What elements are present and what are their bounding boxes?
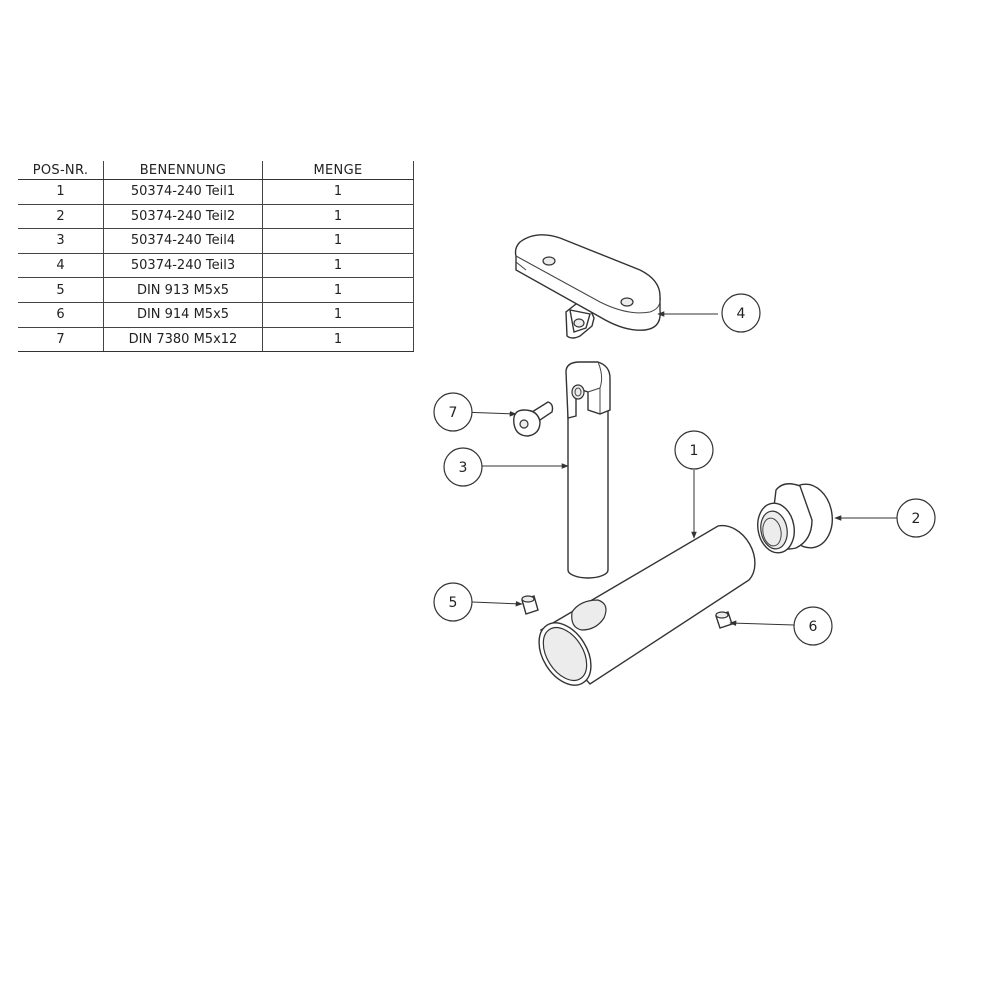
leader-5 [471,600,523,607]
balloon-4: 4 [721,293,761,333]
table-row: 4 50374-240 Teil3 1 [18,253,414,279]
part-4-mounting-plate [514,234,661,339]
row-qty: 1 [262,277,414,303]
row-pos: 1 [18,179,104,205]
row-pos: 6 [18,302,104,328]
table-row: 3 50374-240 Teil4 1 [18,228,414,254]
row-name: DIN 913 M5x5 [103,277,263,303]
svg-text:5: 5 [449,595,458,611]
parts-list-header-row: POS-NR. BENENNUNG MENGE [18,161,414,180]
row-qty: 1 [262,302,414,328]
part-5-set-screw [521,595,539,615]
svg-text:3: 3 [459,460,468,476]
part-6-set-screw [715,611,733,629]
row-name: 50374-240 Teil3 [103,253,263,279]
parts-list-table: POS-NR. BENENNUNG MENGE 1 50374-240 Teil… [18,161,414,353]
balloon-6: 6 [793,606,833,646]
row-pos: 2 [18,204,104,230]
part-1-main-tube [538,524,756,686]
row-name: DIN 914 M5x5 [103,302,263,328]
table-row: 5 DIN 913 M5x5 1 [18,277,414,303]
svg-text:6: 6 [809,619,818,635]
svg-text:2: 2 [912,511,921,527]
row-qty: 1 [262,253,414,279]
table-row: 6 DIN 914 M5x5 1 [18,302,414,328]
row-pos: 5 [18,277,104,303]
row-qty: 1 [262,327,414,353]
part-2-end-cap [757,483,833,554]
svg-text:7: 7 [449,405,458,421]
row-pos: 7 [18,327,104,353]
balloon-2: 2 [896,498,936,538]
part-3-vertical-pin [565,361,611,579]
header-qty: MENGE [262,161,414,180]
row-qty: 1 [262,204,414,230]
table-row: 2 50374-240 Teil2 1 [18,204,414,230]
row-pos: 3 [18,228,104,254]
table-row: 7 DIN 7380 M5x12 1 [18,327,414,353]
header-name: BENENNUNG [103,161,263,180]
header-pos: POS-NR. [18,161,104,180]
row-qty: 1 [262,179,414,205]
part-7-button-head-screw [513,401,554,437]
svg-text:4: 4 [737,306,746,322]
leader-6 [729,620,795,626]
row-qty: 1 [262,228,414,254]
balloon-7: 7 [433,392,473,432]
row-name: 50374-240 Teil4 [103,228,263,254]
balloon-3: 3 [443,447,483,487]
svg-text:1: 1 [690,443,699,459]
balloon-1: 1 [674,430,714,470]
row-name: 50374-240 Teil1 [103,179,263,205]
table-row: 1 50374-240 Teil1 1 [18,179,414,205]
row-name: DIN 7380 M5x12 [103,327,263,353]
row-name: 50374-240 Teil2 [103,204,263,230]
row-pos: 4 [18,253,104,279]
balloon-5: 5 [433,582,473,622]
